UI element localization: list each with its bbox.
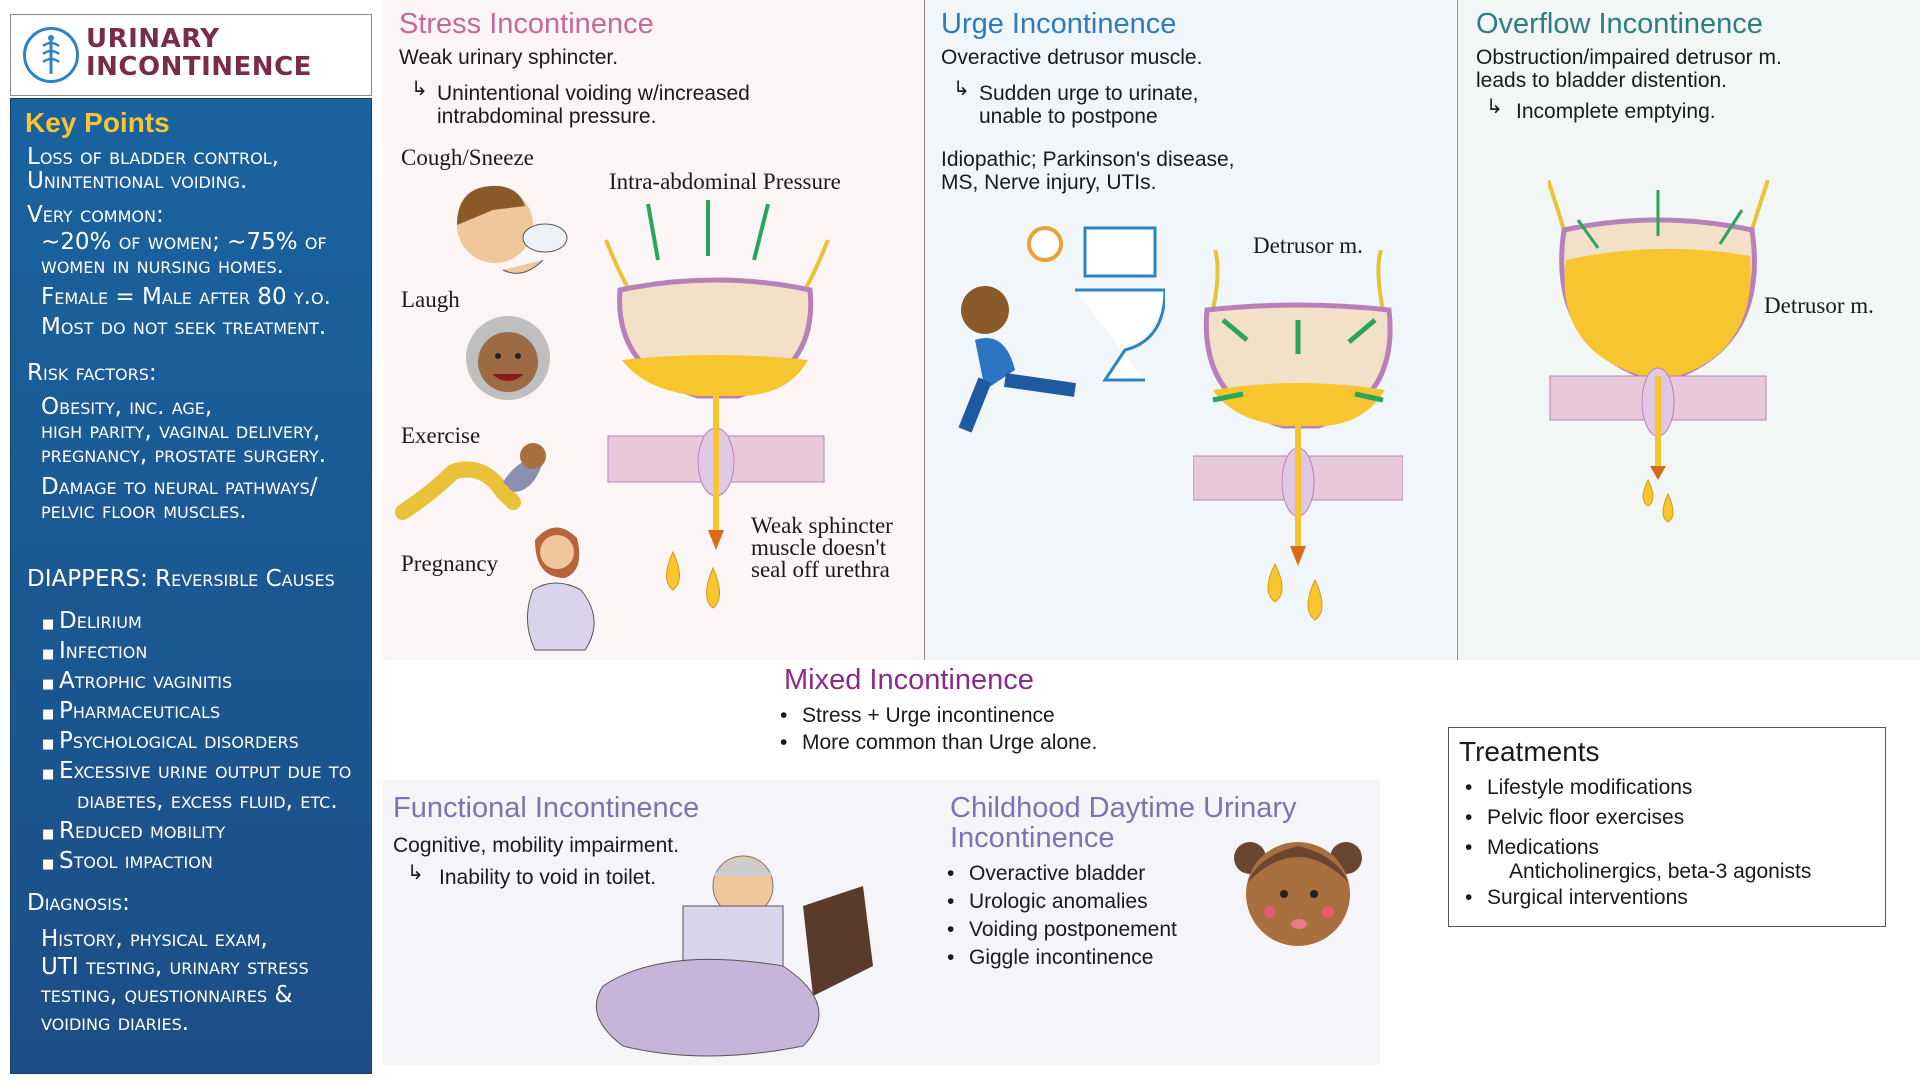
label-detrusor-overflow: Detrusor m. xyxy=(1764,293,1874,318)
functional-line2: Inability to void in toilet. xyxy=(439,866,657,889)
overflow-panel: Overflow Incontinence Obstruction/impair… xyxy=(1457,0,1920,660)
sidebar-line: Obesity, inc. age, xyxy=(41,394,213,420)
functional-title: Functional Incontinence xyxy=(393,792,700,824)
sidebar-bullet: Stool impaction xyxy=(42,849,213,878)
sidebar-line: high parity, vaginal delivery, xyxy=(41,418,321,444)
sidebar-line: Very common: xyxy=(27,202,164,228)
childhood-bullet: Urologic anomalies xyxy=(947,890,1148,914)
sidebar-line: women in nursing homes. xyxy=(41,253,284,279)
childhood-bullet: Giggle incontinence xyxy=(947,946,1154,970)
stress-line1: Weak urinary sphincter. xyxy=(399,46,619,69)
sidebar-line: voiding diaries. xyxy=(41,1010,190,1036)
caduceus-icon xyxy=(23,27,79,83)
urge-line1: Overactive detrusor muscle. xyxy=(941,46,1203,69)
lower-panel: Functional Incontinence Cognitive, mobil… xyxy=(383,780,1380,1065)
sidebar-line: UTI testing, urinary stress xyxy=(41,954,309,980)
sidebar-line: History, physical exam, xyxy=(41,926,268,952)
label-detrusor-urge: Detrusor m. xyxy=(1253,233,1363,258)
mixed-bullet: More common than Urge alone. xyxy=(780,731,1097,755)
treatments-title: Treatments xyxy=(1459,736,1600,767)
sidebar-line: testing, questionnaires & xyxy=(41,982,293,1008)
overflow-line1: Obstruction/impaired detrusor m. xyxy=(1476,46,1782,69)
childhood-bullet: Overactive bladder xyxy=(947,862,1145,886)
urge-line2a: Sudden urge to urinate, xyxy=(979,82,1199,105)
sidebar-line: ~20% of women; ~75% of xyxy=(41,229,327,255)
urge-panel: Urge Incontinence Overactive detrusor mu… xyxy=(924,0,1456,660)
urge-line3b: MS, Nerve injury, UTIs. xyxy=(941,171,1157,194)
mixed-title: Mixed Incontinence xyxy=(784,664,1034,696)
sidebar-line: Damage to neural pathways/ xyxy=(41,474,318,500)
mixed-bullet: Stress + Urge incontinence xyxy=(780,704,1055,728)
urge-person-toilet-icon xyxy=(958,226,1165,433)
laughing-woman-icon xyxy=(466,316,550,400)
sidebar-bullet: Delirium xyxy=(42,609,142,638)
bent-arrow-icon: ↳ xyxy=(1486,94,1503,118)
sidebar-line: diabetes, excess fluid, etc. xyxy=(77,788,338,814)
page-title: URINARY INCONTINENCE xyxy=(86,24,312,82)
bladder-stress-diagram xyxy=(604,200,830,609)
cause-cough: Cough/Sneeze xyxy=(401,145,534,170)
stress-panel: Stress Incontinence Weak urinary sphinct… xyxy=(383,0,923,660)
cause-laugh: Laugh xyxy=(401,287,460,312)
treatment-bullet: Surgical interventions xyxy=(1465,886,1688,910)
treatments-box: Treatments Lifestyle modifications Pelvi… xyxy=(1448,727,1886,927)
stress-line2b: intrabdominal pressure. xyxy=(437,105,657,128)
sidebar-line: pregnancy, prostate surgery. xyxy=(41,442,327,468)
cause-pregnancy: Pregnancy xyxy=(401,551,499,576)
sidebar-line: Female = Male after 80 y.o. xyxy=(41,284,331,310)
treatment-bullet: Lifestyle modifications xyxy=(1465,776,1692,800)
sidebar-bullet: Pharmaceuticals xyxy=(42,699,220,728)
bent-arrow-icon: ↳ xyxy=(411,76,428,100)
bent-arrow-icon: ↳ xyxy=(953,76,970,100)
label-weak-sphincter-2: muscle doesn't xyxy=(751,535,887,560)
treatment-bullet: Pelvic floor exercises xyxy=(1465,806,1684,830)
sidebar-line: DIAPPERS: Reversible Causes xyxy=(27,566,335,592)
pregnant-woman-icon xyxy=(527,527,595,651)
stress-title: Stress Incontinence xyxy=(399,8,654,40)
bladder-overflow-diagram xyxy=(1548,180,1770,523)
overflow-line2: leads to bladder distention. xyxy=(1476,69,1728,92)
label-weak-sphincter-3: seal off urethra xyxy=(751,557,890,582)
functional-line1: Cognitive, mobility impairment. xyxy=(393,834,679,857)
overflow-line3: Incomplete emptying. xyxy=(1516,100,1716,123)
childhood-bullet: Voiding postponement xyxy=(947,918,1177,942)
sidebar-bullet: Reduced mobility xyxy=(42,819,225,848)
label-weak-sphincter-1: Weak sphincter xyxy=(751,513,893,538)
sidebar-bullet: Infection xyxy=(42,639,147,668)
sidebar-line: Diagnosis: xyxy=(27,890,130,916)
cough-person-icon xyxy=(457,185,568,274)
sidebar-line: Most do not seek treatment. xyxy=(41,314,327,340)
treatment-bullet: Medications xyxy=(1465,836,1599,860)
label-intra-abdominal: Intra-abdominal Pressure xyxy=(609,169,841,194)
stress-line2a: Unintentional voiding w/increased xyxy=(437,82,750,105)
urge-line2b: unable to postpone xyxy=(979,105,1158,128)
urge-title: Urge Incontinence xyxy=(941,8,1177,40)
overflow-title: Overflow Incontinence xyxy=(1476,8,1763,40)
sidebar-line: Unintentional voiding. xyxy=(27,168,248,194)
urge-line3a: Idiopathic; Parkinson's disease, xyxy=(941,148,1235,171)
sidebar-line: pelvic floor muscles. xyxy=(41,498,247,524)
childhood-title-a: Childhood Daytime Urinary xyxy=(950,792,1297,824)
treatment-sub: Anticholinergics, beta-3 agonists xyxy=(1509,860,1812,883)
title-box: URINARY INCONTINENCE xyxy=(10,14,372,96)
exercise-person-icon xyxy=(395,443,546,520)
sidebar-bullet: Atrophic vaginitis xyxy=(42,669,232,698)
child-face-icon xyxy=(1234,842,1362,946)
childhood-title-b: Incontinence xyxy=(950,822,1115,854)
cause-exercise: Exercise xyxy=(401,423,481,448)
bedridden-person-icon xyxy=(595,855,873,1057)
key-points-sidebar: Key Points Loss of bladder control, Unin… xyxy=(10,98,372,1074)
bladder-urge-diagram xyxy=(1193,250,1403,621)
sidebar-line: Loss of bladder control, xyxy=(27,144,279,170)
bent-arrow-icon: ↳ xyxy=(407,860,424,884)
key-points-heading: Key Points xyxy=(25,107,170,138)
sidebar-line: Risk factors: xyxy=(27,360,157,386)
sidebar-bullet: Excessive urine output due to xyxy=(42,759,351,788)
sidebar-bullet: Psychological disorders xyxy=(42,729,299,758)
